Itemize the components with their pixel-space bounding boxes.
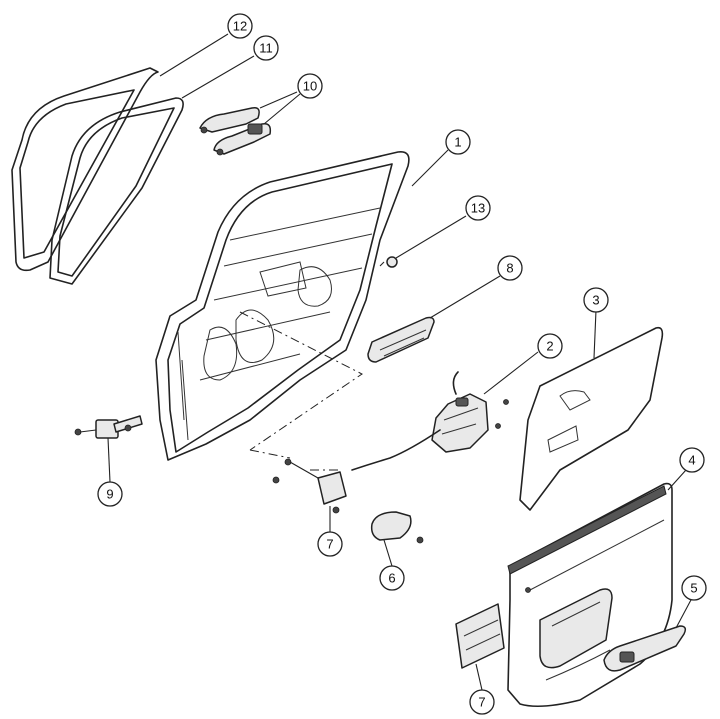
window-switch-bezel (603, 625, 687, 672)
svg-text:12: 12 (233, 19, 247, 34)
inside-handle-bracket (272, 458, 347, 514)
door-cover-8 (367, 316, 435, 363)
door-weatherstrip-outer (11, 67, 159, 272)
door-shell (155, 150, 410, 461)
svg-text:6: 6 (388, 571, 395, 586)
callout-3: 3 (583, 287, 609, 313)
door-weatherstrip-inner (49, 97, 184, 285)
alignment-lines (239, 311, 363, 471)
callout-7-lower: 7 (469, 689, 495, 715)
door-latch-assembly (351, 371, 509, 471)
callout-9: 9 (97, 481, 123, 507)
outside-door-handle (199, 106, 272, 156)
callout-8: 8 (497, 255, 523, 281)
svg-text:2: 2 (546, 339, 553, 354)
door-trim-panel (507, 482, 673, 708)
svg-text:10: 10 (303, 79, 317, 94)
svg-text:11: 11 (259, 41, 273, 56)
svg-text:8: 8 (506, 261, 513, 276)
callout-13: 13 (465, 195, 491, 221)
leader-lines (107, 33, 693, 691)
callout-5: 5 (681, 575, 707, 601)
svg-text:5: 5 (690, 581, 697, 596)
svg-text:13: 13 (471, 201, 485, 216)
door-check (74, 415, 143, 439)
svg-text:4: 4 (688, 453, 695, 468)
callout-4: 4 (679, 447, 705, 473)
callout-7-upper: 7 (317, 531, 343, 557)
callout-6: 6 (379, 565, 405, 591)
door-screw-13 (379, 256, 398, 268)
svg-text:9: 9 (106, 487, 113, 502)
callout-10: 10 (297, 73, 323, 99)
svg-text:7: 7 (326, 537, 333, 552)
svg-text:7: 7 (478, 695, 485, 710)
trim-panel-bracket (455, 603, 505, 669)
svg-text:1: 1 (454, 135, 461, 150)
callout-2: 2 (537, 333, 563, 359)
callout-1: 1 (445, 129, 471, 155)
door-trim-seal (519, 326, 664, 511)
callout-12: 12 (227, 13, 253, 39)
svg-text:3: 3 (592, 293, 599, 308)
inside-handle-bezel (370, 511, 424, 544)
callout-11: 11 (253, 35, 279, 61)
